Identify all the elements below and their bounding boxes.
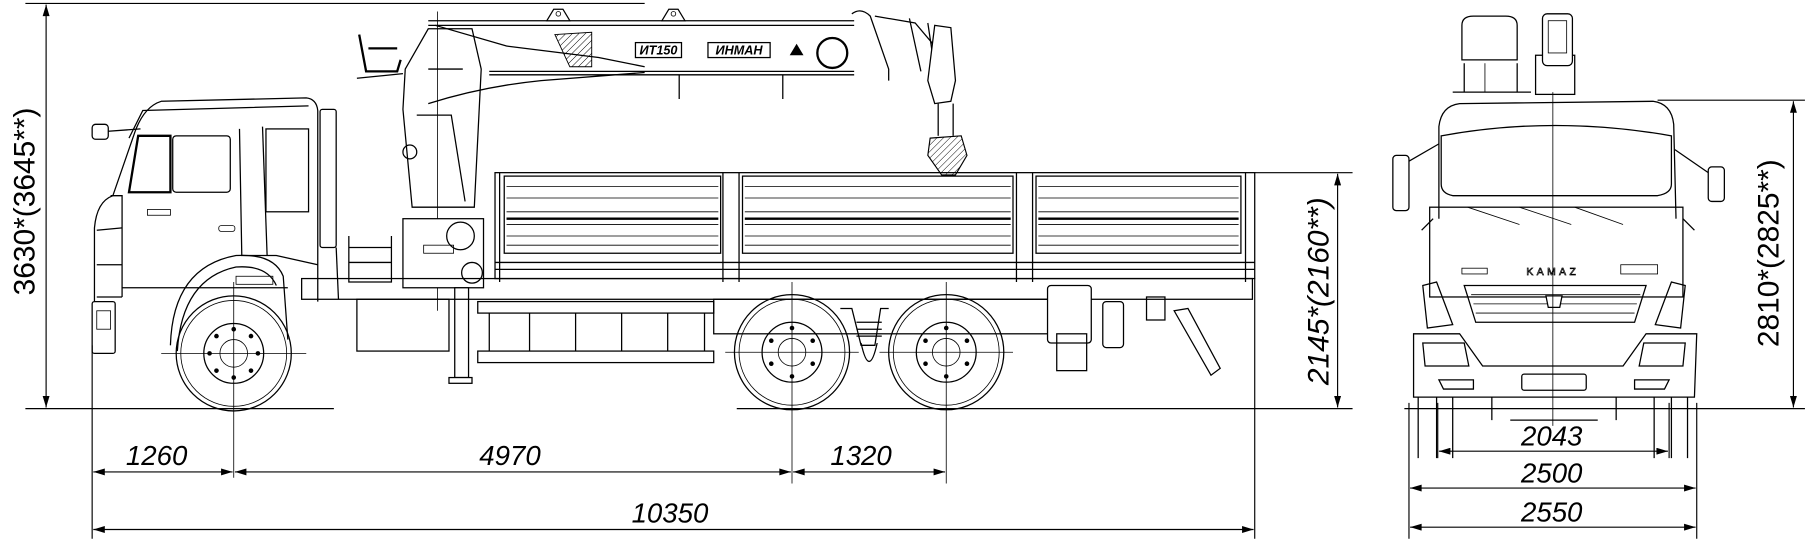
side-view: 3630*(3645**)	[9, 2, 1353, 539]
grille	[1463, 284, 1647, 323]
width-dimensions: 2043 2500 2550	[1408, 402, 1698, 539]
front-height-label: 2810*(2825**)	[1752, 159, 1785, 347]
hook-block	[927, 135, 968, 176]
front-wheel	[161, 282, 307, 478]
cab	[91, 97, 340, 355]
overall-width-label: 2550	[1520, 496, 1583, 527]
kamaz-emblem-icon	[1545, 295, 1563, 308]
rear-underrun-bar	[1173, 307, 1222, 377]
wheelbase-label: 4970	[479, 440, 541, 471]
mirror-icon	[91, 123, 109, 140]
front-height-dimension: 2810*(2825**)	[1657, 99, 1805, 408]
exhaust-pipe	[319, 108, 337, 249]
license-plate	[1521, 373, 1587, 391]
crane-brand-plate	[707, 41, 771, 59]
side-panel	[503, 175, 1242, 254]
platform-height-label: 2145*(2160**)	[1302, 197, 1335, 386]
left-mirror-icon	[1392, 154, 1410, 212]
track-width-label: 2043	[1520, 420, 1583, 451]
windshield	[1440, 124, 1673, 197]
front-cab: KAMAZ	[1392, 92, 1725, 459]
front-bumper-front	[1412, 333, 1698, 398]
overall-height-label: 3630*(3645**)	[9, 107, 42, 295]
front-overhang-label: 1260	[126, 440, 188, 471]
right-mirror-icon	[1707, 166, 1725, 203]
grille-brand-label: KAMAZ	[1526, 267, 1579, 278]
crane-model-plate	[634, 41, 683, 59]
overall-length-label: 10350	[632, 498, 709, 529]
crane-column	[348, 11, 485, 384]
crane-boom: ИТ150 ИНМАН	[428, 8, 968, 176]
body-width-label: 2500	[1520, 457, 1583, 488]
platform-height-dimension: 2145*(2160**)	[1254, 172, 1353, 408]
chassis-frame	[301, 277, 1254, 377]
front-view: KAMAZ 2810*(2825**)	[1392, 13, 1805, 539]
overall-height-dimension: 3630*(3645**)	[9, 2, 645, 410]
length-dimensions: 1260 4970 1320 10350	[91, 278, 1256, 539]
front-crane-top	[1452, 13, 1576, 96]
rear-axle-spacing-label: 1320	[830, 440, 892, 471]
rear-wheel-2	[879, 282, 1014, 484]
outrigger-cylinder	[454, 287, 470, 379]
rear-wheel-1	[725, 282, 859, 484]
cargo-platform	[494, 172, 1256, 283]
warning-triangle-icon	[789, 43, 804, 56]
crane-model-label: ИТ150	[639, 44, 677, 58]
crane-brand-label: ИНМАН	[716, 44, 764, 58]
fuel-tank	[1046, 284, 1092, 344]
front-bumper	[91, 300, 116, 355]
